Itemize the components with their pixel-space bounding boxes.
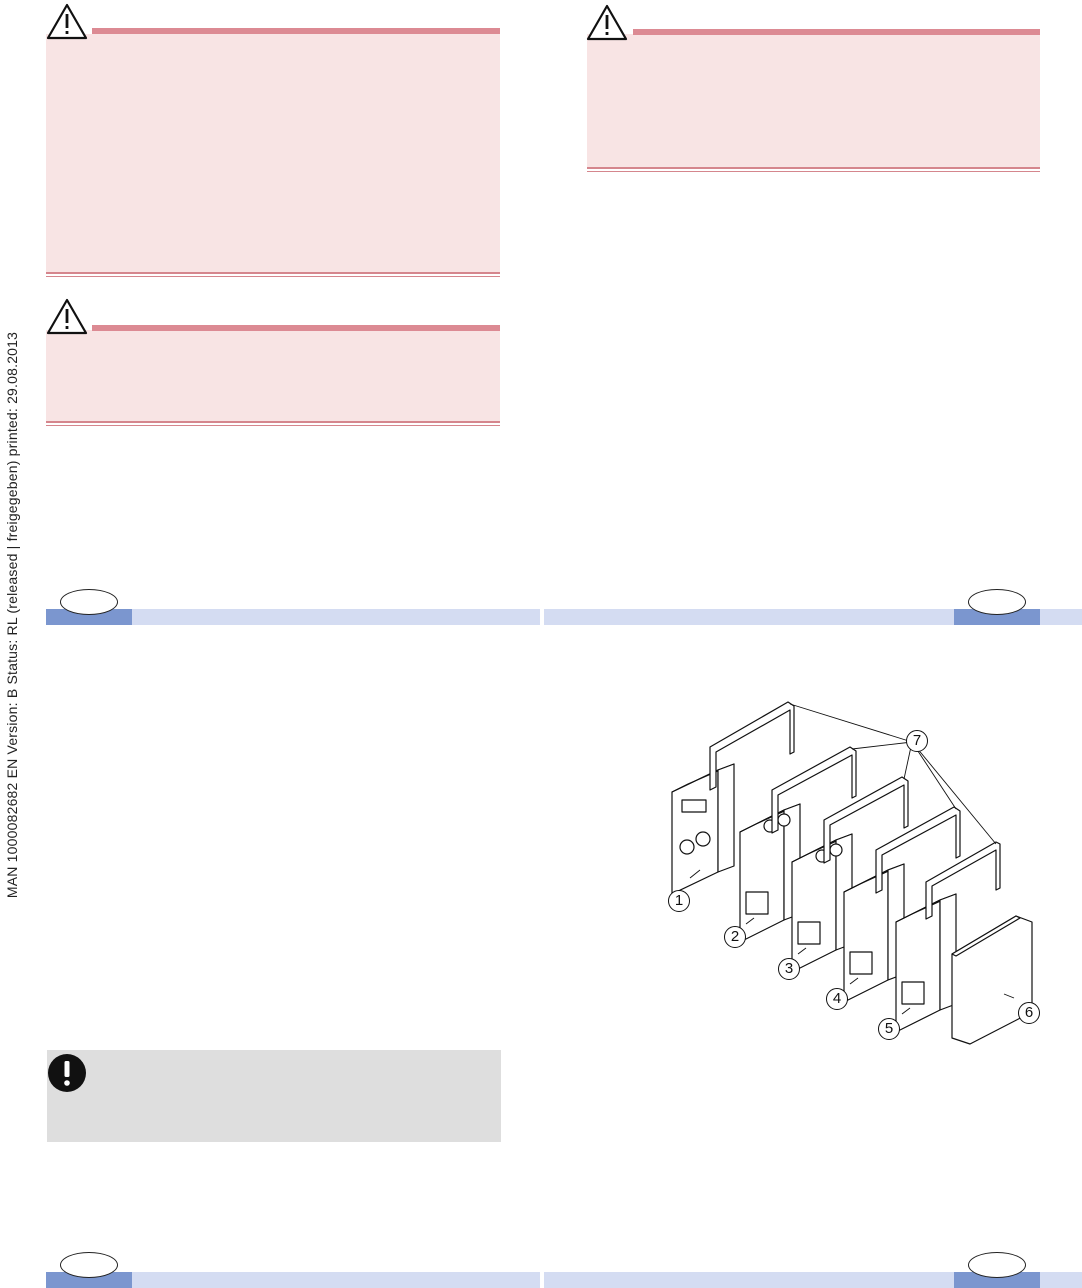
warning-box-1 (46, 34, 500, 272)
page-marker-right (954, 1272, 1040, 1288)
warning-bottom-rule (46, 272, 500, 274)
warning-bottom-rule-thin (587, 171, 1040, 172)
warning-triangle-icon (46, 298, 88, 335)
warning-triangle-icon (46, 3, 88, 40)
page-footer-band-right (544, 609, 1082, 625)
valve-module-assembly-figure: 1 2 3 4 5 6 7 (660, 692, 1060, 1048)
page-footer-band-left (46, 1272, 540, 1288)
callout-3: 3 (778, 958, 800, 980)
page-number-oval-right (968, 589, 1026, 615)
side-footer-text: MAN 1000082682 EN Version: B Status: RL … (0, 0, 24, 1288)
warning-box-2 (46, 330, 500, 422)
callout-7: 7 (906, 730, 928, 752)
warning-header-bar (92, 28, 500, 34)
warning-bottom-rule (46, 421, 500, 423)
page-marker-left (46, 1272, 132, 1288)
page-footer-band-left (46, 609, 540, 625)
warning-bottom-rule-thin (46, 276, 500, 277)
page-number-oval-right (968, 1252, 1026, 1278)
callout-6: 6 (1018, 1002, 1040, 1024)
warning-header-bar (633, 29, 1040, 35)
warning-header-bar (92, 325, 500, 331)
warning-bottom-rule (587, 167, 1040, 169)
assembly-drawing (671, 701, 1033, 1045)
callout-4: 4 (826, 988, 848, 1010)
exclamation-circle-icon (48, 1054, 86, 1092)
page-footer-band-right (544, 1272, 1082, 1288)
callout-5: 5 (878, 1018, 900, 1040)
warning-box-3 (587, 34, 1040, 168)
callout-1: 1 (668, 890, 690, 912)
callout-2: 2 (724, 926, 746, 948)
page-marker-left (46, 609, 132, 625)
page-number-oval-left (60, 1252, 118, 1278)
warning-bottom-rule-thin (46, 425, 500, 426)
document-metadata: MAN 1000082682 EN Version: B Status: RL … (4, 331, 20, 899)
notice-box (47, 1050, 501, 1142)
page-number-oval-left (60, 589, 118, 615)
page-marker-right (954, 609, 1040, 625)
warning-triangle-icon (586, 4, 628, 41)
